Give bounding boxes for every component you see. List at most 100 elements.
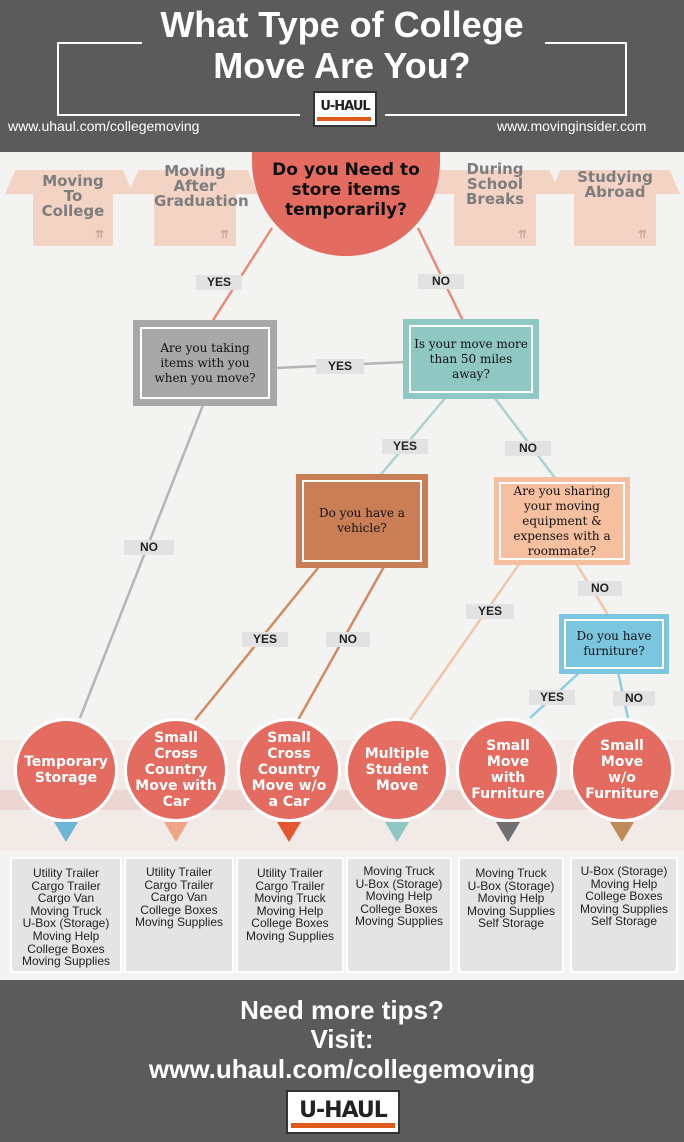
- down-arrow-icon: [277, 822, 301, 842]
- list-item: U-Box (Storage): [22, 916, 110, 931]
- question-box-border: [302, 480, 422, 562]
- footer-uhaul-logo: U-HAUL: [286, 1090, 400, 1134]
- list-item: College Boxes: [360, 901, 438, 916]
- connector: [408, 559, 524, 721]
- list-item: Utility Trailer: [145, 865, 212, 879]
- list-item: U-Box (Storage): [355, 876, 443, 891]
- result-title: Small Cross Country Move with Car: [135, 730, 217, 810]
- list-item: Cargo Trailer: [255, 878, 325, 893]
- box-label: Moving To College: [41, 172, 105, 220]
- box-during-school-breaks: During School Breaks ⇈: [430, 162, 560, 248]
- page-title: What Type of College Move Are You?: [0, 4, 684, 86]
- result-panel-small-move-without-furniture: U-Box (Storage) Moving Help College Boxe…: [570, 857, 678, 973]
- footer-link[interactable]: www.uhaul.com/collegemoving: [148, 1054, 536, 1084]
- result-title: Small Move with Furniture: [471, 738, 545, 802]
- list-item: College Boxes: [585, 889, 663, 904]
- list-item: Moving Truck: [30, 903, 102, 918]
- up-arrows-icon: ⇈: [518, 229, 528, 241]
- box-studying-abroad: Studying Abroad ⇈: [550, 162, 680, 248]
- frame-line: [57, 114, 300, 116]
- yes-label: YES: [316, 359, 364, 374]
- result-title: Small Move w/o Furniture: [585, 738, 659, 802]
- list-item: Cargo Trailer: [144, 877, 214, 892]
- question-have-vehicle: Do you have a vehicle?: [319, 506, 405, 535]
- no-label: NO: [505, 441, 551, 456]
- result-panel-cross-country-with-car: Utility Trailer Cargo Trailer Cargo Van …: [124, 857, 234, 973]
- frame-line: [625, 42, 627, 114]
- list-item: Moving Help: [477, 891, 545, 906]
- no-label: NO: [418, 274, 464, 289]
- list-item: Moving Truck: [475, 866, 547, 880]
- box-moving-after-graduation: Moving After Graduation ⇈: [128, 162, 258, 248]
- yes-label: YES: [196, 275, 242, 290]
- result-panel-cross-country-without-car: Utility Trailer Cargo Trailer Moving Tru…: [236, 857, 344, 973]
- question-furniture: Do you have furniture?: [576, 629, 652, 658]
- footer-line-2: Visit:: [310, 1024, 374, 1054]
- box-label: During School Breaks: [465, 160, 525, 208]
- uhaul-logo: U-HAUL: [313, 91, 377, 127]
- up-arrows-icon: ⇈: [638, 229, 648, 241]
- result-temporary-storage: Temporary Storage: [14, 718, 118, 822]
- question-box-border: [564, 619, 664, 669]
- frame-line: [545, 42, 627, 44]
- list-item: U-Box (Storage): [580, 864, 668, 878]
- left-url: www.uhaul.com/collegemoving: [8, 118, 200, 134]
- list-item: Cargo Trailer: [31, 878, 101, 893]
- result-panel-small-move-with-furniture: Moving Truck U-Box (Storage) Moving Help…: [458, 857, 564, 973]
- list-item: Utility Trailer: [32, 866, 99, 880]
- no-label: NO: [613, 691, 655, 706]
- list-item: Utility Trailer: [256, 866, 323, 880]
- list-item: Moving Help: [256, 903, 324, 918]
- connector: [377, 396, 447, 479]
- no-label: NO: [326, 632, 370, 647]
- up-arrows-icon: ⇈: [95, 229, 105, 241]
- result-title: Temporary Storage: [24, 754, 108, 786]
- box-moving-to-college: Moving To College ⇈: [5, 162, 133, 248]
- down-arrow-icon: [164, 822, 188, 842]
- list-item: Moving Supplies: [245, 928, 335, 943]
- yes-label: YES: [529, 690, 575, 705]
- question-box-blue: Do you have furniture?: [559, 614, 669, 674]
- list-item: Self Storage: [477, 916, 545, 931]
- result-panel-multiple-student-move: Moving Truck U-Box (Storage) Moving Help…: [346, 857, 452, 973]
- frame-line: [57, 42, 142, 44]
- list-item: College Boxes: [27, 941, 105, 956]
- list-item: Moving Help: [365, 889, 433, 904]
- list-item: Moving Supplies: [134, 915, 224, 930]
- title-line-1: What Type of College: [160, 4, 524, 45]
- box-label: Moving After Graduation: [154, 162, 249, 210]
- question-box-border: [409, 325, 533, 393]
- box-body: [154, 180, 236, 246]
- question-box-border: [140, 327, 270, 399]
- list-item: Moving Truck: [254, 891, 326, 906]
- question-sharing: Are you sharing your moving equipment & …: [513, 483, 611, 558]
- yes-label: YES: [242, 632, 288, 647]
- box-body: [574, 180, 656, 246]
- list-item: Moving Supplies: [354, 914, 444, 929]
- result-panel-temporary-storage: Utility Trailer Cargo Trailer Cargo Van …: [10, 857, 122, 973]
- result-cross-country-with-car: Small Cross Country Move with Car: [124, 718, 228, 822]
- connector: [493, 396, 556, 479]
- question-taking-items: Are you taking items with you when you m…: [154, 340, 256, 385]
- list-item: Moving Help: [32, 928, 100, 943]
- no-label: NO: [578, 581, 622, 596]
- question-box-gray: Are you taking items with you when you m…: [133, 320, 277, 406]
- result-multiple-student-move: Multiple Student Move: [345, 718, 449, 822]
- yes-label: YES: [466, 604, 514, 619]
- list-item: Cargo Van: [37, 891, 95, 906]
- footer-line-1: Need more tips?: [240, 995, 444, 1025]
- list-item: Moving Supplies: [466, 903, 556, 918]
- down-arrow-icon: [385, 822, 409, 842]
- up-arrows-icon: ⇈: [220, 229, 230, 241]
- result-small-move-with-furniture: Small Move with Furniture: [456, 718, 560, 822]
- main-question: Do you Need to store items temporarily?: [272, 160, 420, 220]
- question-box-peach: Are you sharing your moving equipment & …: [494, 477, 630, 565]
- box-body: [33, 184, 113, 246]
- list-item: Moving Supplies: [21, 954, 111, 969]
- result-small-move-without-furniture: Small Move w/o Furniture: [570, 718, 674, 822]
- list-item: College Boxes: [140, 902, 218, 917]
- box-body: [454, 180, 536, 246]
- list-item: Moving Truck: [363, 864, 435, 878]
- list-item: Cargo Van: [150, 890, 208, 905]
- list-item: U-Box (Storage): [467, 878, 555, 893]
